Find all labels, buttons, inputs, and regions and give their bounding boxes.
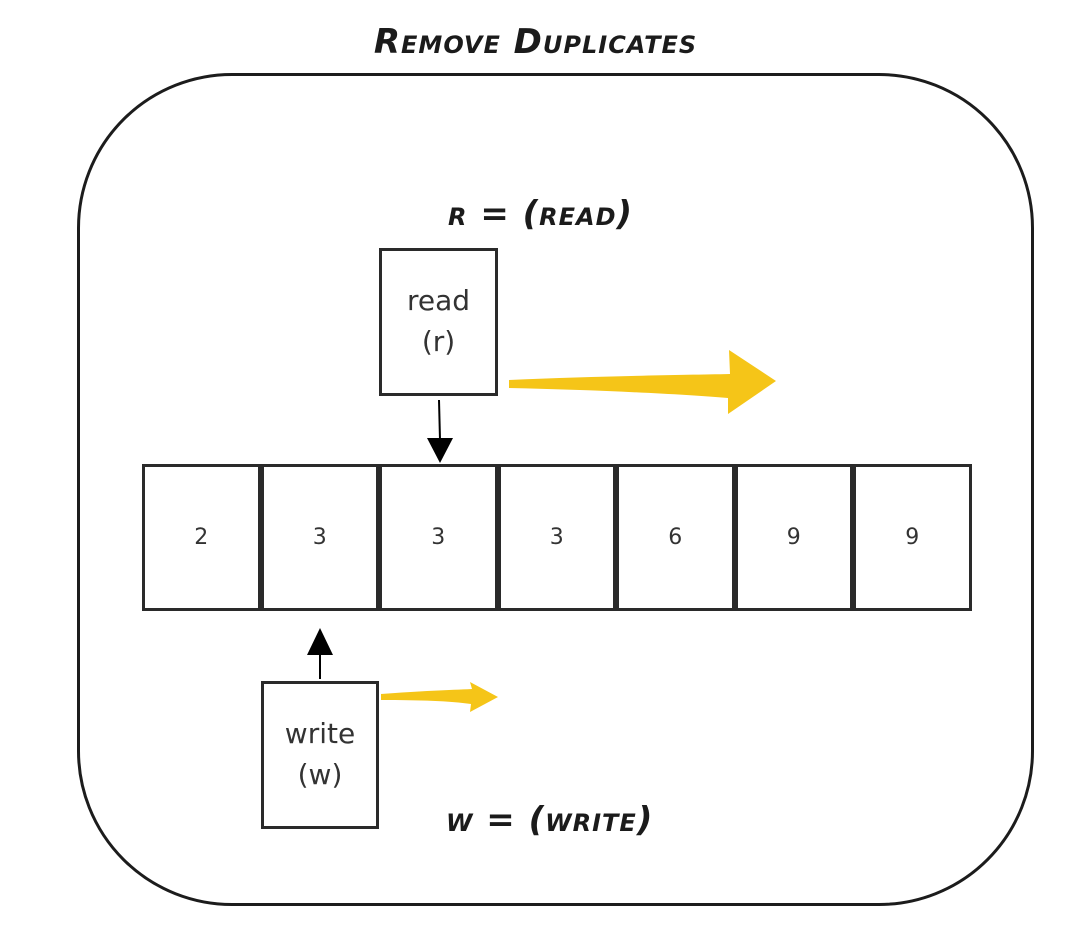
write-pointer-arrowhead-icon	[307, 628, 333, 655]
write-pointer-label: write	[284, 717, 356, 751]
read-legend: r = (read)	[448, 194, 634, 234]
write-legend: w = (write)	[446, 800, 654, 840]
array-cell: 6	[616, 464, 735, 611]
array-cell: 3	[379, 464, 498, 611]
array-cell: 9	[853, 464, 972, 611]
array-cell: 3	[497, 464, 616, 611]
write-direction-arrow-icon	[381, 682, 498, 712]
array-cell-value: 2	[194, 525, 209, 550]
array-cell-value: 3	[431, 525, 446, 550]
read-pointer-symbol: (r)	[421, 325, 456, 358]
array: 2 3 3 3 6 9 9	[142, 464, 972, 611]
array-cell-value: 9	[905, 525, 920, 550]
diagram-container	[77, 73, 1034, 906]
diagram-title: Remove Duplicates	[373, 22, 698, 62]
array-cell-value: 9	[786, 525, 801, 550]
read-pointer-arrowhead-icon	[427, 438, 453, 463]
array-cell-value: 3	[549, 525, 564, 550]
array-cell: 2	[142, 464, 261, 611]
write-pointer-symbol: (w)	[297, 758, 343, 791]
read-direction-arrow-icon	[509, 350, 776, 414]
array-cell-value: 6	[668, 525, 683, 550]
array-cell-value: 3	[312, 525, 327, 550]
array-cell: 3	[260, 464, 379, 611]
write-pointer-box: write (w)	[261, 681, 379, 829]
read-pointer-label: read	[406, 284, 471, 318]
read-pointer-box: read (r)	[379, 248, 498, 396]
array-cell: 9	[734, 464, 853, 611]
read-pointer-connector	[438, 399, 441, 441]
